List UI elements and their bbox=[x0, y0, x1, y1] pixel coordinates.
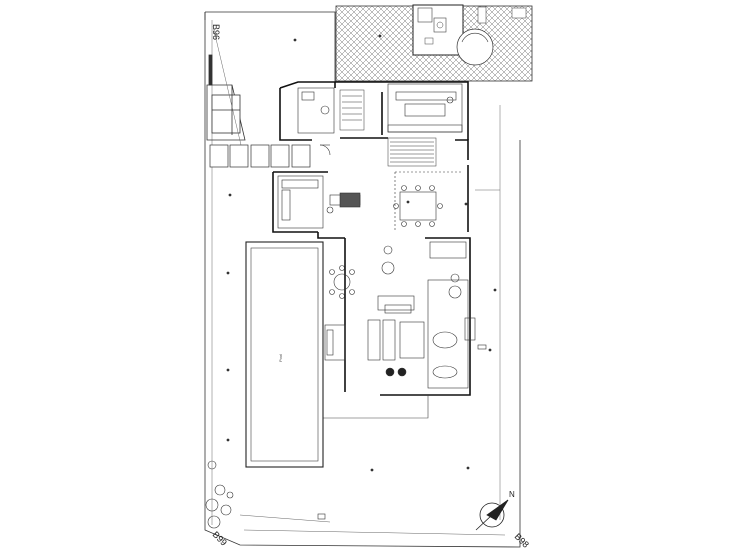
north-label: N bbox=[509, 490, 515, 499]
swimming-pool bbox=[245, 241, 324, 468]
tree-cluster bbox=[205, 460, 234, 529]
annex-structure bbox=[206, 25, 246, 146]
house-walls bbox=[272, 81, 471, 396]
plot-label-b99: B99 bbox=[211, 529, 229, 547]
round-table bbox=[329, 265, 355, 299]
study-room bbox=[277, 175, 361, 229]
north-arrow-icon bbox=[475, 499, 509, 531]
marker-box bbox=[317, 513, 326, 520]
pool-label: Pool bbox=[278, 354, 283, 362]
plot-boundary bbox=[204, 11, 521, 548]
bathroom bbox=[297, 87, 335, 156]
landscape-markers bbox=[226, 34, 497, 472]
dining bbox=[393, 171, 462, 232]
terrace-outline bbox=[319, 380, 429, 419]
hatched-courtyard bbox=[335, 4, 533, 82]
living-room bbox=[324, 245, 425, 377]
stairs bbox=[339, 89, 437, 167]
bedroom bbox=[427, 241, 487, 389]
entry-steps bbox=[209, 144, 311, 168]
plot-label-b96: B96 bbox=[211, 24, 221, 40]
kitchen bbox=[387, 83, 463, 133]
